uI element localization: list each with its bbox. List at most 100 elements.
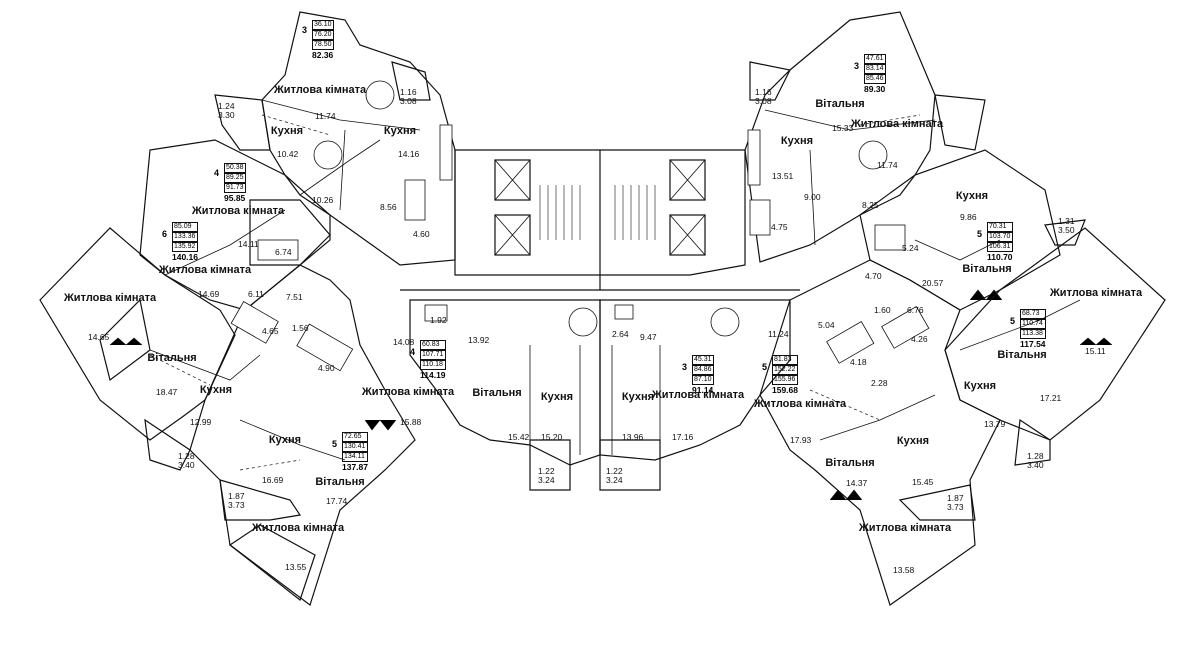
apartment-info-a1: 3 36.10 76.20 78.50 82.36 xyxy=(300,20,334,59)
apartment-info-a3: 6 85.09 133.36 135.92 140.16 xyxy=(160,222,198,261)
right-lower-wing xyxy=(759,259,1001,606)
room-label-lounge: Вітальня xyxy=(147,352,197,364)
room-area: 17.21 xyxy=(1040,393,1062,403)
right-upper-wing xyxy=(744,11,986,263)
apartment-info-a8: 3 47.61 83.14 85.46 89.30 xyxy=(852,54,886,93)
living-area: 70.31 xyxy=(987,222,1013,232)
room-area: 15.11 xyxy=(1085,346,1106,356)
room-label-lounge: Вітальня xyxy=(997,349,1047,361)
room-area: 17.16 xyxy=(672,432,694,442)
living-area: 45.31 xyxy=(692,355,714,365)
room-area: 16.69 xyxy=(262,475,284,485)
balcony-area-full: 3.30 xyxy=(218,110,235,121)
room-area: 6.74 xyxy=(275,247,292,257)
room-area: 7.51 xyxy=(286,292,303,302)
room-area: 4.90 xyxy=(318,363,335,373)
total-area: 110.70 xyxy=(987,252,1013,262)
room-label-living: Житлова кімната xyxy=(361,386,455,398)
balcony-area-full: 3.73 xyxy=(947,502,964,513)
room-area: 15.88 xyxy=(400,417,422,427)
room-area: 5.24 xyxy=(902,243,919,253)
room-label-living: Житлова кімната xyxy=(850,118,944,130)
balcony-area-reduced: 1.22 xyxy=(606,466,623,476)
area-with-loggia: 135.92 xyxy=(172,242,198,252)
balcony-area: 1.28 3.40 xyxy=(1027,451,1044,471)
room-area: 15.20 xyxy=(541,432,563,442)
living-area: 36.10 xyxy=(312,20,334,30)
area-with-loggia: 106.31 xyxy=(987,242,1013,252)
balcony-area: 1.31 3.50 xyxy=(1058,216,1075,236)
usable-area: 76.20 xyxy=(312,30,334,40)
room-label-living: Житлова кімната xyxy=(1049,287,1143,299)
balcony-area-reduced: 1.28 xyxy=(178,451,195,461)
room-area: 9.00 xyxy=(804,192,821,202)
room-label-kitchen: Кухня xyxy=(383,125,417,137)
room-label-lounge: Вітальня xyxy=(472,387,522,399)
area-with-loggia: 110.18 xyxy=(420,360,446,370)
usable-area: 83.14 xyxy=(864,64,886,74)
usable-area: 84.86 xyxy=(692,365,714,375)
usable-area: 152.22 xyxy=(772,365,798,375)
room-area: 15.45 xyxy=(912,477,934,487)
room-label-lounge: Вітальня xyxy=(815,98,865,110)
room-area: 1.56 xyxy=(292,323,309,333)
balcony-area-reduced: 1.87 xyxy=(228,491,245,501)
room-area: 1.60 xyxy=(874,305,891,315)
balcony-area: 1.24 3.30 xyxy=(218,101,235,121)
usable-area: 89.25 xyxy=(224,173,246,183)
balcony-area: 1.22 3.24 xyxy=(538,466,555,486)
room-area: 20.57 xyxy=(922,278,944,288)
balcony-area-full: 3.08 xyxy=(400,96,417,107)
room-area: 4.70 xyxy=(865,271,882,281)
rooms-count: 3 xyxy=(302,25,308,35)
room-label-living: Житлова кімната xyxy=(63,292,157,304)
room-area: 13.79 xyxy=(984,419,1006,429)
room-area: 15.42 xyxy=(508,432,530,442)
area-with-loggia: 87.10 xyxy=(692,375,714,385)
room-label-kitchen: Кухня xyxy=(270,125,304,137)
room-area: 13.96 xyxy=(622,432,644,442)
room-area: 2.64 xyxy=(612,329,629,339)
usable-area: 130.41 xyxy=(342,442,368,452)
living-area: 60.83 xyxy=(420,340,446,350)
area-with-loggia: 134.11 xyxy=(342,452,368,462)
room-label-living: Житлова кімната xyxy=(273,84,367,96)
apartment-info-a2: 4 50.38 89.25 91.73 95.85 xyxy=(212,163,246,202)
room-label-kitchen: Кухня xyxy=(955,190,989,202)
living-area: 68.73 xyxy=(1020,309,1046,319)
balcony-area: 1.87 3.73 xyxy=(228,491,245,511)
room-area: 8.56 xyxy=(380,202,397,212)
room-area: 14.37 xyxy=(846,478,868,488)
apartment-info-a7: 5 81.83 152.22 155.96 159.68 xyxy=(760,355,798,394)
room-label-lounge: Вітальня xyxy=(825,457,875,469)
balcony-area-reduced: 1.87 xyxy=(947,493,964,503)
living-area: 72.65 xyxy=(342,432,368,442)
room-area: 14.11 xyxy=(238,239,259,249)
room-area: 13.55 xyxy=(285,562,307,572)
living-area: 85.09 xyxy=(172,222,198,232)
room-area: 4.18 xyxy=(850,357,867,367)
room-area: 14.69 xyxy=(198,289,220,299)
left-lower-wing xyxy=(189,264,416,606)
room-area: 10.26 xyxy=(312,195,334,205)
apartment-info-a6: 3 45.31 84.86 87.10 91.14 xyxy=(680,355,714,394)
room-area: 11.74 xyxy=(315,111,336,121)
balcony-area: 1.22 3.24 xyxy=(606,466,623,486)
total-area: 82.36 xyxy=(312,50,334,60)
area-with-loggia: 85.46 xyxy=(864,74,886,84)
room-label-living: Житлова кімната xyxy=(753,398,847,410)
living-area: 81.83 xyxy=(772,355,798,365)
room-label-kitchen: Кухня xyxy=(621,391,655,403)
room-area: 2.28 xyxy=(871,378,888,388)
room-label-living: Житлова кімната xyxy=(858,522,952,534)
balcony-area-full: 3.24 xyxy=(538,475,555,486)
apartment-info-a9: 5 70.31 103.70 106.31 110.70 xyxy=(975,222,1013,261)
room-label-living: Житлова кімната xyxy=(251,522,345,534)
rooms-count: 6 xyxy=(162,229,168,239)
balcony-area-full: 3.08 xyxy=(755,96,772,107)
usable-area: 110.74 xyxy=(1020,319,1046,329)
room-area: 11.74 xyxy=(877,160,898,170)
room-area: 10.42 xyxy=(277,149,299,159)
balcony-area: 1.16 3.08 xyxy=(755,87,772,107)
